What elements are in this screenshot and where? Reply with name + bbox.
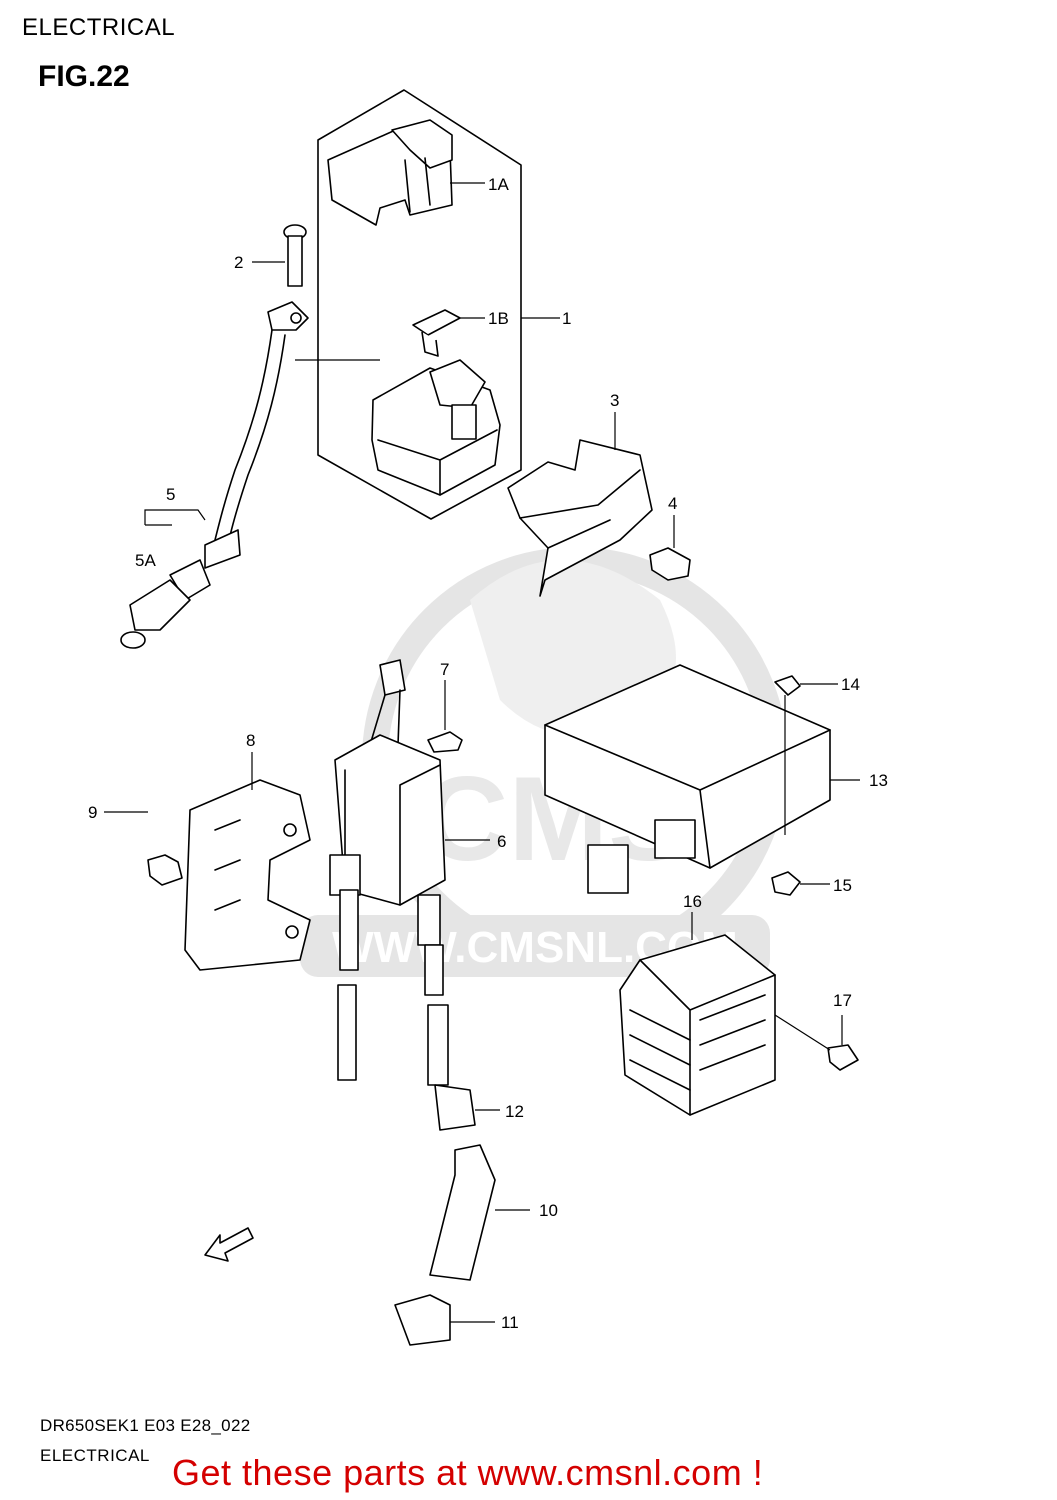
- callout-11: 11: [501, 1313, 519, 1332]
- part-16-regulator-rectifier: [619, 912, 776, 1116]
- diagram-code: DR650SEK1 E03 E28_022: [40, 1416, 251, 1435]
- callout-labels: 1A 2 1B 1 3 5 4 5A 7 14 8 13 9 6 15 16 1…: [88, 175, 888, 1332]
- cta-link[interactable]: Get these parts at www.cmsnl.com !: [172, 1452, 764, 1493]
- section-title: ELECTRICAL: [22, 14, 176, 41]
- callout-16: 16: [683, 892, 702, 911]
- callout-12: 12: [505, 1102, 524, 1121]
- callout-8: 8: [246, 731, 255, 750]
- callout-5a: 5A: [135, 551, 156, 570]
- callout-6: 6: [497, 832, 506, 851]
- callout-7: 7: [440, 660, 449, 679]
- part-4-bolt: [649, 515, 691, 581]
- part-9-bolt: [104, 811, 183, 886]
- forward-arrow-icon: [204, 1227, 254, 1262]
- part-1-starter-relay: [371, 359, 501, 496]
- callout-4: 4: [668, 494, 677, 513]
- relay-assembly-outline: [317, 89, 522, 520]
- callout-14: 14: [841, 675, 860, 694]
- part-7-screw: [427, 680, 463, 753]
- callout-15: 15: [833, 876, 852, 895]
- part-13-cdi-unit: [544, 664, 860, 894]
- part-6-ignition-coil: [329, 659, 490, 1081]
- part-2-bolt: [252, 224, 307, 287]
- callout-9: 9: [88, 803, 97, 822]
- callout-10: 10: [539, 1201, 558, 1220]
- part-10-spark-plug-cap: [427, 1004, 530, 1281]
- footer-section-label: ELECTRICAL: [40, 1446, 150, 1465]
- part-3-bracket: [507, 412, 653, 597]
- callout-17: 17: [833, 991, 852, 1010]
- callout-3: 3: [610, 391, 619, 410]
- part-17-screw: [774, 1014, 859, 1071]
- part-14-screw: [774, 675, 838, 835]
- figure-label: FIG.22: [38, 60, 130, 93]
- callout-1b: 1B: [488, 309, 509, 328]
- part-8-coil-bracket: [184, 752, 311, 971]
- part-1b-fuse: [412, 309, 485, 357]
- callout-1: 1: [562, 309, 571, 328]
- part-15-nut: [771, 871, 830, 896]
- callout-5: 5: [166, 485, 175, 504]
- callout-2: 2: [234, 253, 243, 272]
- callout-13: 13: [869, 771, 888, 790]
- part-1a-relay-cover: [327, 119, 485, 226]
- part-11-boot: [394, 1294, 495, 1346]
- callout-1a: 1A: [488, 175, 509, 194]
- part-5-battery-cable: [120, 301, 380, 649]
